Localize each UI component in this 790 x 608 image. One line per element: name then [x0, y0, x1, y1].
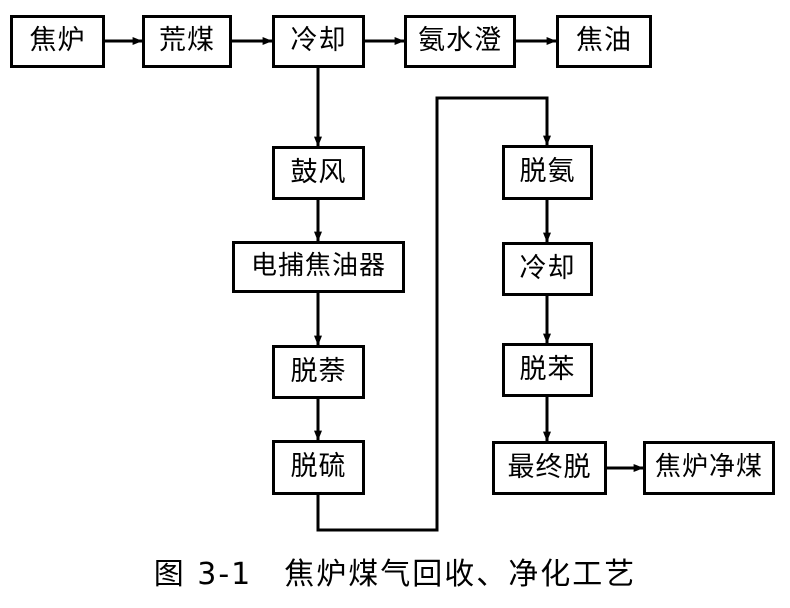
node-naphthalene-removal[interactable]: 脱萘 [272, 345, 365, 399]
node-tar-precipitator[interactable]: 电捕焦油器 [232, 241, 405, 293]
node-clean-coke-gas[interactable]: 焦炉净煤 [643, 441, 775, 495]
edge-polylines [105, 37, 644, 532]
node-coal-tar[interactable]: 焦油 [556, 15, 652, 68]
node-label-tar-precipitator: 电捕焦油器 [250, 251, 386, 281]
node-desulfurization[interactable]: 脱硫 [272, 440, 365, 495]
node-label-coal-tar: 焦油 [576, 25, 632, 56]
node-label-desulfurization: 脱硫 [290, 451, 347, 482]
node-blower[interactable]: 鼓风 [272, 146, 365, 200]
node-label-clean-coke-gas: 焦炉净煤 [654, 452, 763, 482]
node-label-benzene-removal: 脱苯 [519, 353, 576, 385]
edge-desulfurization-to-deamination [316, 96, 551, 532]
node-cooling-2[interactable]: 冷却 [502, 242, 593, 296]
node-label-cooling-1: 冷却 [290, 25, 347, 56]
node-label-final-removal: 最终脱 [507, 451, 592, 483]
node-label-raw-gas: 荒煤 [159, 25, 215, 56]
node-coke-oven[interactable]: 焦炉 [10, 15, 105, 68]
node-label-naphthalene-removal: 脱萘 [290, 355, 347, 387]
figure-caption: 图 3-1 焦炉煤气回收、净化工艺 [153, 557, 637, 592]
node-label-blower: 鼓风 [290, 156, 347, 188]
node-label-coke-oven: 焦炉 [29, 25, 86, 56]
node-label-cooling-2: 冷却 [519, 252, 576, 284]
node-raw-gas[interactable]: 荒煤 [142, 15, 232, 68]
node-label-ammonia-settling: 氨水澄 [418, 25, 502, 56]
node-label-deamination: 脱氨 [519, 156, 576, 187]
node-ammonia-settling[interactable]: 氨水澄 [404, 15, 516, 68]
node-cooling-1[interactable]: 冷却 [272, 15, 365, 68]
node-benzene-removal[interactable]: 脱苯 [502, 343, 593, 397]
node-deamination[interactable]: 脱氨 [502, 145, 593, 200]
node-final-removal[interactable]: 最终脱 [492, 441, 607, 495]
